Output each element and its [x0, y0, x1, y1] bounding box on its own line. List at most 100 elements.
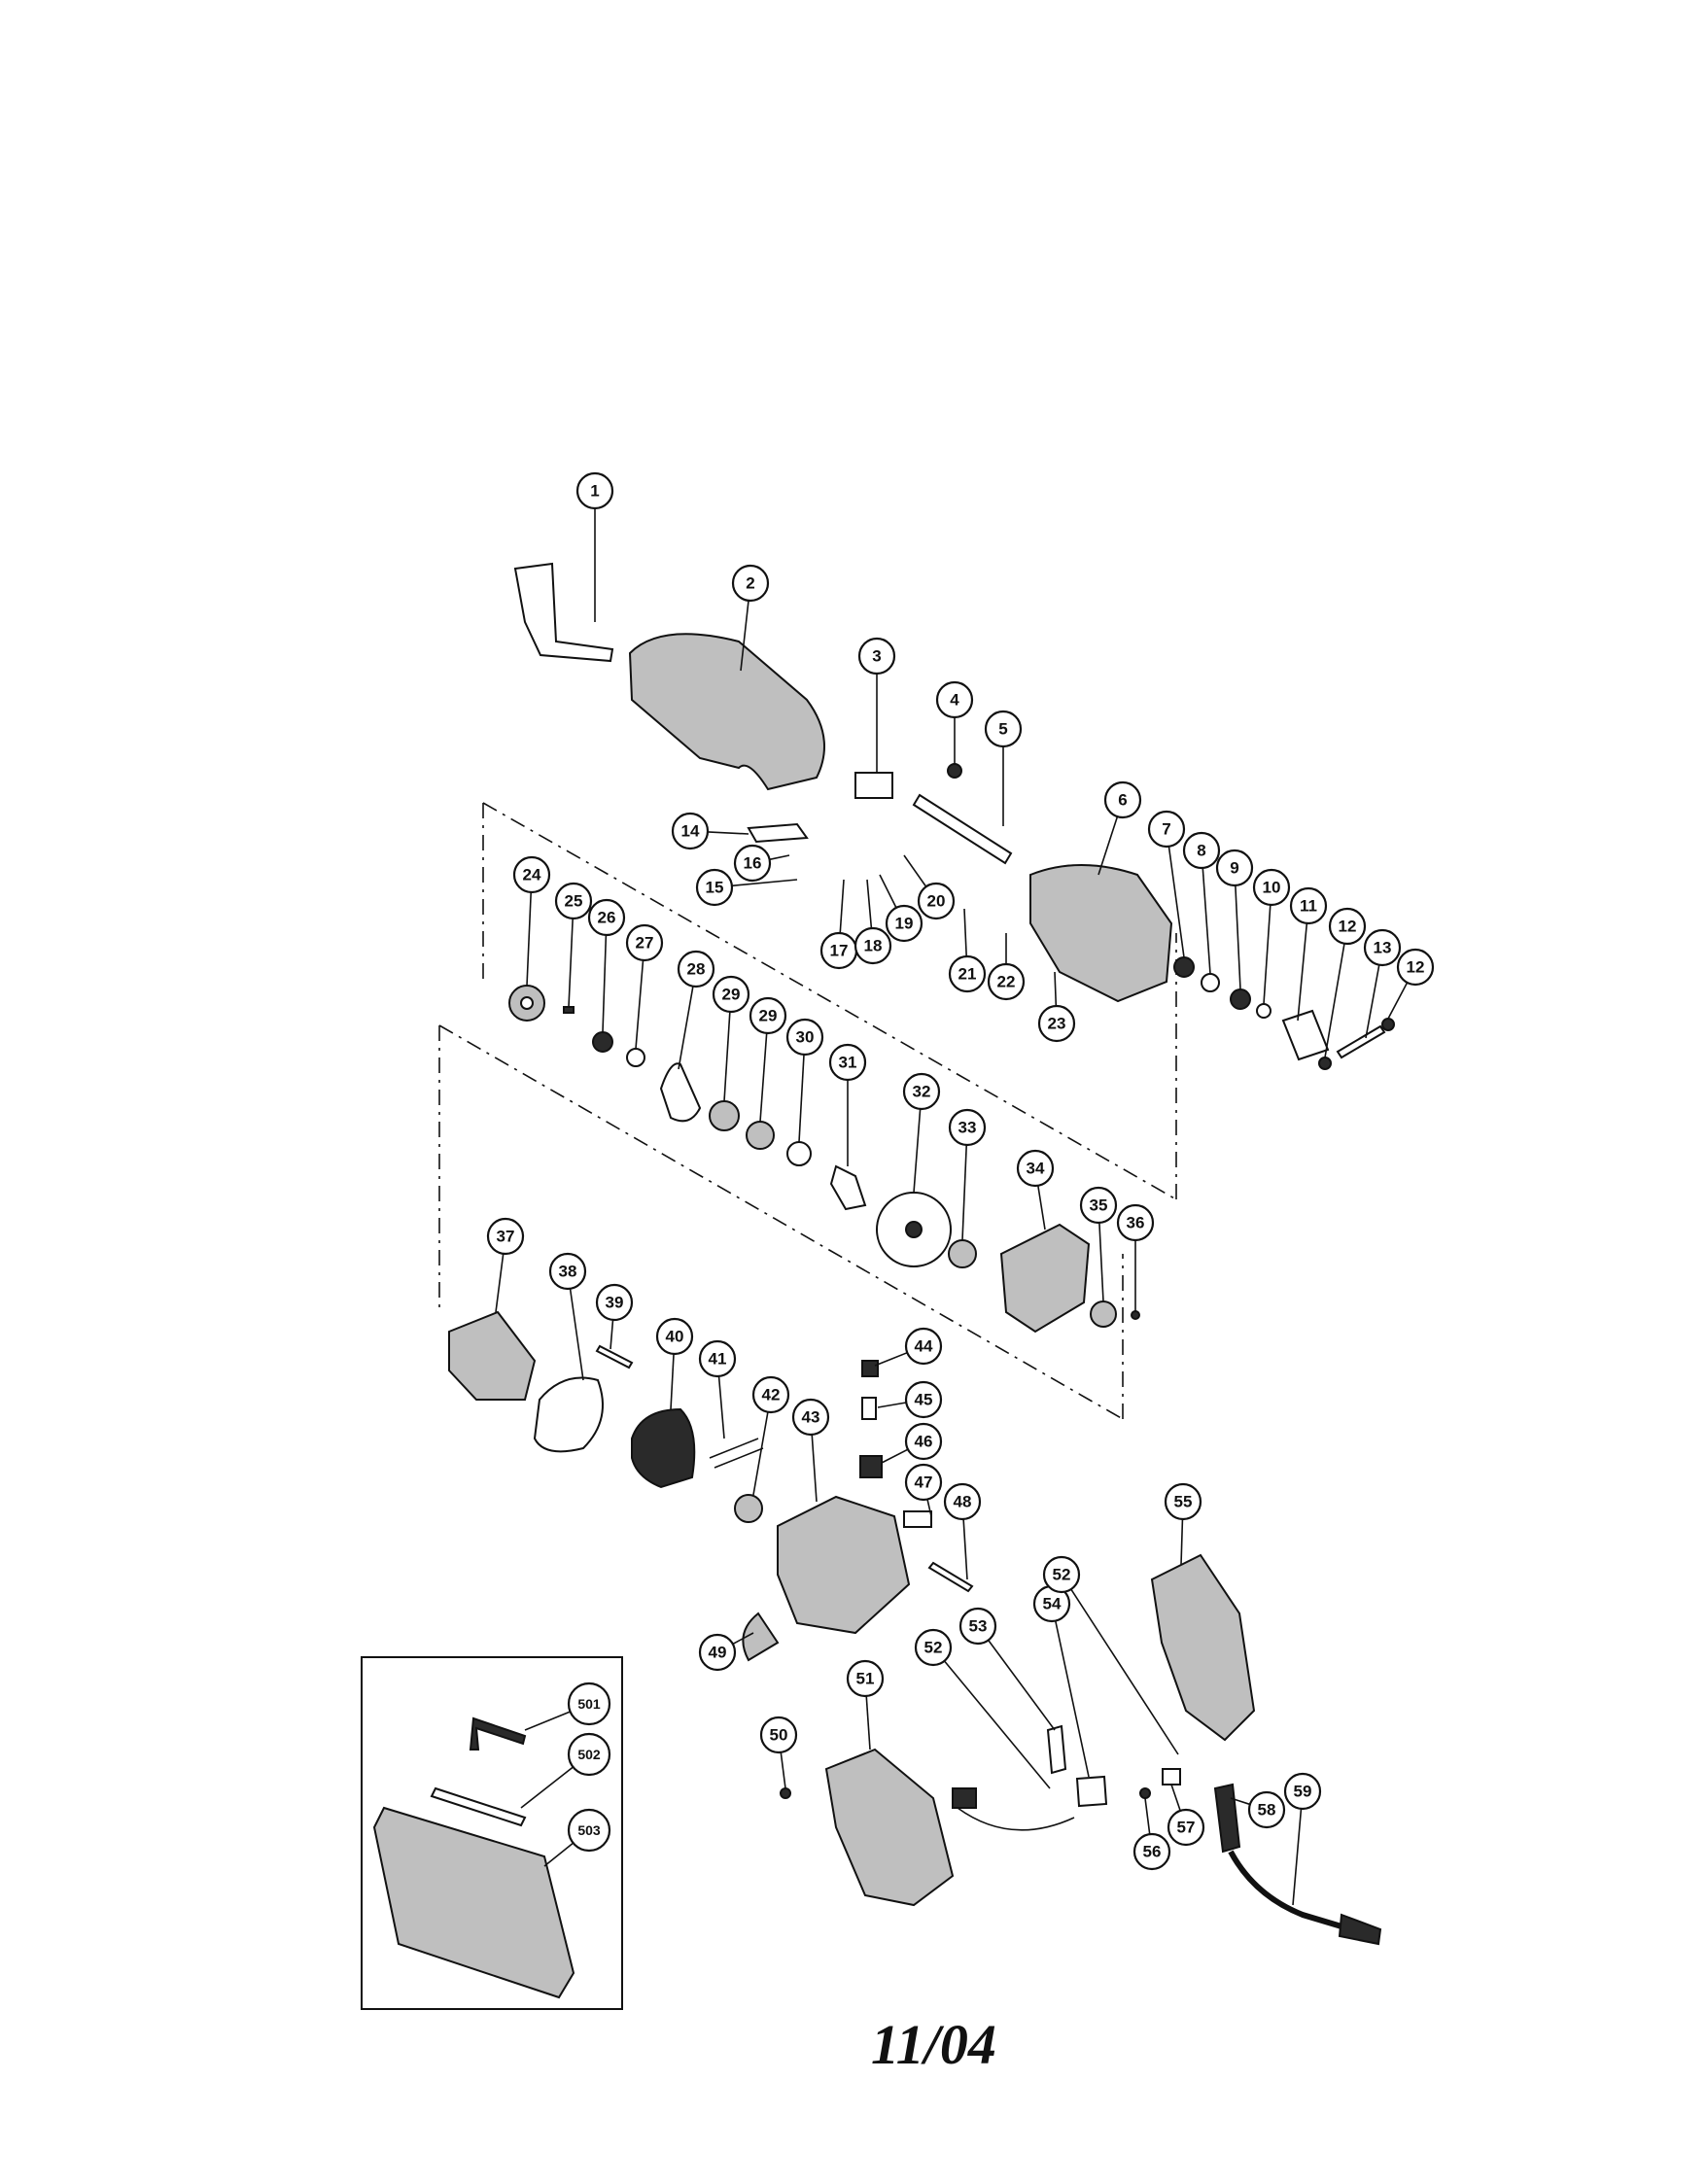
- part-48-screw: [927, 1561, 974, 1593]
- callout-bubble: [751, 1375, 790, 1414]
- callout-bubble: [1363, 928, 1402, 967]
- callout-leader: [568, 918, 574, 1008]
- callout-number: 17: [830, 942, 849, 960]
- callout-leader: [865, 1695, 871, 1751]
- part-35-bearing: [1090, 1300, 1117, 1328]
- callout-53: 53: [958, 1607, 1056, 1731]
- accessory-inset: [361, 1656, 623, 2010]
- callout-bubble: [1283, 1772, 1322, 1811]
- callout-number: 12: [1339, 918, 1357, 936]
- callout-43: 43: [791, 1398, 830, 1503]
- callout-bubble: [733, 844, 772, 883]
- callout-12: 12: [1324, 907, 1367, 1058]
- callout-leader: [732, 1632, 754, 1646]
- callout-number: 12: [1407, 958, 1425, 977]
- callout-number: 7: [1162, 820, 1170, 839]
- callout-number: 39: [606, 1294, 624, 1312]
- callout-number: 59: [1294, 1783, 1312, 1801]
- callout-number: 16: [744, 854, 762, 873]
- part-503-case: [372, 1806, 575, 1999]
- callout-bubble: [655, 1317, 694, 1356]
- callout-leader: [740, 600, 749, 672]
- callout-leader: [1170, 1784, 1181, 1812]
- callout-16: 16: [733, 844, 790, 883]
- callout-bubble: [828, 1043, 867, 1082]
- callout-7: 7: [1147, 810, 1186, 958]
- callout-503: 503: [543, 1808, 611, 1867]
- callout-number: 38: [559, 1263, 577, 1281]
- callout-2: 2: [731, 564, 770, 672]
- callout-bubble: [1167, 1808, 1205, 1847]
- callout-number: 56: [1143, 1843, 1162, 1861]
- callout-number: 50: [770, 1726, 788, 1745]
- callout-number: 13: [1374, 939, 1392, 957]
- callout-leader: [1202, 867, 1211, 975]
- callout-leader: [798, 1054, 805, 1143]
- callout-502: 502: [520, 1732, 611, 1809]
- callout-number: 54: [1043, 1595, 1062, 1613]
- callout-29: 29: [749, 996, 787, 1123]
- callout-4: 4: [935, 680, 974, 765]
- callout-bubble: [695, 868, 734, 907]
- callout-57: 57: [1167, 1784, 1205, 1847]
- callout-number: 52: [924, 1639, 943, 1657]
- callout-bubble: [567, 1732, 611, 1777]
- callout-leader: [495, 1253, 505, 1313]
- part-6-gear-housing: [1029, 864, 1173, 1003]
- callout-leader: [524, 1711, 571, 1731]
- callout-24: 24: [512, 855, 551, 987]
- part-33-bearing: [948, 1239, 977, 1268]
- part-58-cord-armor: [1213, 1783, 1241, 1854]
- part-502-blade: [430, 1786, 527, 1827]
- callout-bubble: [885, 904, 923, 943]
- callout-leader: [1097, 815, 1119, 876]
- part-59-plug: [1338, 1913, 1382, 1946]
- callout-1: 1: [575, 471, 614, 622]
- callout-leader: [759, 1032, 768, 1123]
- part-50-screw: [780, 1787, 791, 1799]
- callout-52: 52: [1042, 1555, 1179, 1755]
- callout-number: 25: [565, 892, 583, 911]
- callout-number: 47: [915, 1473, 933, 1492]
- callout-number: 42: [762, 1386, 781, 1404]
- part-57-clamp: [1162, 1768, 1181, 1785]
- callout-bubble: [1182, 831, 1221, 870]
- callout-number: 57: [1177, 1819, 1196, 1837]
- part-7-washer: [1173, 956, 1195, 978]
- callout-28: 28: [677, 950, 715, 1070]
- callout-55: 55: [1164, 1482, 1202, 1566]
- callout-number: 41: [709, 1350, 727, 1369]
- callout-41: 41: [698, 1339, 737, 1439]
- part-37-armature: [448, 1310, 537, 1401]
- callout-52: 52: [914, 1628, 1051, 1789]
- part-13-pin: [1336, 1024, 1386, 1059]
- callout-leader: [526, 891, 533, 987]
- callout-bubble: [486, 1217, 525, 1256]
- callout-number: 24: [523, 866, 541, 884]
- callout-bubble: [791, 1398, 830, 1437]
- callout-bubble: [948, 1108, 987, 1147]
- callout-34: 34: [1016, 1149, 1055, 1231]
- callout-leader: [723, 1011, 731, 1102]
- callout-bubble: [948, 954, 987, 993]
- callout-26: 26: [587, 898, 626, 1033]
- callout-number: 6: [1118, 791, 1127, 810]
- callout-bubble: [1042, 1555, 1081, 1594]
- callout-bubble: [1079, 1186, 1118, 1225]
- callout-number: 30: [796, 1028, 815, 1047]
- part-2-front-cover: [628, 633, 825, 791]
- callout-51: 51: [846, 1659, 885, 1751]
- callout-bubble: [749, 996, 787, 1035]
- part-46-holder: [859, 1455, 883, 1478]
- callout-number: 503: [577, 1822, 601, 1838]
- callout-number: 9: [1230, 859, 1238, 878]
- part-4-nut: [947, 763, 962, 779]
- part-59-cord: [1228, 1850, 1352, 1932]
- part-10-ring: [1256, 1003, 1272, 1019]
- part-49-label: [742, 1612, 780, 1662]
- callout-5: 5: [984, 710, 1023, 826]
- callout-bubble: [567, 1681, 611, 1726]
- callout-leader: [926, 1499, 932, 1517]
- callout-bubble: [575, 471, 614, 510]
